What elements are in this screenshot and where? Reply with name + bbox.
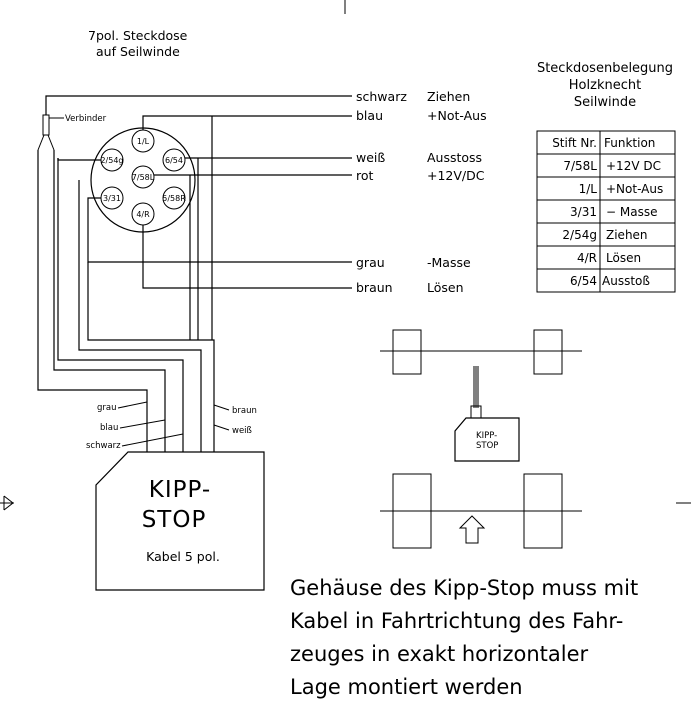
table-cell-pin: 1/L xyxy=(579,182,598,196)
connector-label: Verbinder xyxy=(65,114,107,124)
driving-direction-arrow xyxy=(458,515,486,544)
leader-grau xyxy=(117,401,148,409)
wire-function-label: +12V/DC xyxy=(427,168,485,183)
socket-title-line2: auf Seilwinde xyxy=(96,44,180,59)
table-cell-pin: 3/31 xyxy=(570,205,597,219)
small-kipp-stop-box xyxy=(454,417,520,462)
note-line1: Gehäuse des Kipp-Stop muss mit xyxy=(290,576,638,600)
wire-color-label: schwarz xyxy=(356,89,407,104)
cable-label-weiss: weiß xyxy=(232,426,252,436)
kipp-stop-subtitle: Kabel 5 pol. xyxy=(146,549,220,564)
pin-label: 7/58L xyxy=(132,173,155,182)
table-cell-pin: 4/R xyxy=(577,251,597,265)
note-line2: Kabel in Fahrtrichtung des Fahr- xyxy=(290,609,623,633)
pin-7-58l xyxy=(131,165,155,189)
pin-table-frame xyxy=(536,130,676,293)
front-right-wheel xyxy=(533,329,563,375)
table-cell-function: − Masse xyxy=(606,205,657,219)
pin-5-58r xyxy=(162,186,186,210)
cable-label-grau: grau xyxy=(97,403,117,413)
table-title-line3: Seilwinde xyxy=(574,95,636,110)
cable-inner-b xyxy=(87,262,215,452)
table-cell-pin: 6/54 xyxy=(570,274,597,288)
cable-label-braun: braun xyxy=(232,406,257,416)
wire-function-label: Lösen xyxy=(427,280,464,295)
pin-label: 4/R xyxy=(136,210,150,219)
table-cell-pin: 7/58L xyxy=(563,159,597,173)
pin-label: 5/58R xyxy=(162,194,186,203)
cable-grau xyxy=(37,150,148,452)
table-title-line2: Holzknecht xyxy=(569,78,641,93)
pin-label: 6/54 xyxy=(165,156,183,165)
wire-braun xyxy=(142,225,352,289)
pin-label: 3/31 xyxy=(103,194,121,203)
leader-blau xyxy=(119,419,166,429)
wires xyxy=(45,95,352,289)
table-cell-function: Ziehen xyxy=(606,228,648,242)
note-line4: Lage montiert werden xyxy=(290,675,523,699)
wire-color-label: braun xyxy=(356,280,393,295)
pin-label: 1/L xyxy=(137,137,150,146)
socket: 1/L 2/54g 6/54 7/58L 3/31 5/58R 4/R xyxy=(90,127,196,233)
small-box-label-line1: KIPP- xyxy=(476,431,497,441)
cable-blau xyxy=(53,150,166,452)
table-header-function: Funktion xyxy=(604,136,655,150)
note-line3: zeuges in exakt horizontaler xyxy=(290,642,589,666)
wire-function-label: Ausstoss xyxy=(427,150,482,165)
table-title-line1: Steckdosenbelegung xyxy=(537,61,673,76)
connector-wire xyxy=(37,134,45,151)
wire-color-label: blau xyxy=(356,108,383,123)
wire-function-label: -Masse xyxy=(427,255,471,270)
wire-color-label: grau xyxy=(356,255,385,270)
cable-label-blau: blau xyxy=(100,423,118,433)
front-left-wheel xyxy=(392,329,422,375)
cable-inner-a xyxy=(78,180,202,452)
table-cell-function: Lösen xyxy=(606,251,641,265)
table-cell-pin: 2/54g xyxy=(562,228,597,242)
wire-blau xyxy=(142,115,352,130)
wire-schwarz xyxy=(45,95,352,115)
left-edge-arrow-mark xyxy=(0,495,14,511)
leader-braun xyxy=(213,404,230,411)
wire-grau xyxy=(87,197,352,263)
pin-label: 2/54g xyxy=(100,156,123,165)
cable-bundle: grau blau schwarz braun weiß xyxy=(37,116,257,452)
pin-table: Stift Nr. Funktion 7/58L +12V DC 1/L +No… xyxy=(536,130,676,293)
cable-schwarz xyxy=(57,158,184,452)
kipp-stop-title-line1: KIPP- xyxy=(149,477,211,503)
connector-body xyxy=(42,114,50,136)
wire-color-label: rot xyxy=(356,168,374,183)
table-cell-function: Ausstoß xyxy=(602,274,650,288)
table-header-pin: Stift Nr. xyxy=(552,136,597,150)
vehicle-sketch: KIPP- STOP xyxy=(380,329,582,549)
rear-left-wheel xyxy=(392,473,432,549)
leader-schwarz xyxy=(121,433,184,447)
mounting-note: Gehäuse des Kipp-Stop muss mit Kabel in … xyxy=(290,576,638,699)
wire-color-label: weiß xyxy=(356,150,385,165)
pin-6-54 xyxy=(162,148,186,172)
leader-weiss xyxy=(213,424,230,431)
small-box-label-line2: STOP xyxy=(476,441,498,451)
table-cell-function: +12V DC xyxy=(606,159,661,173)
table-cell-function: +Not-Aus xyxy=(606,182,663,196)
kipp-stop-box: KIPP- STOP Kabel 5 pol. xyxy=(95,451,265,591)
kipp-stop-outline xyxy=(95,451,265,591)
connector-wire xyxy=(47,134,55,151)
wire-function-label: Ziehen xyxy=(427,89,470,104)
rear-right-wheel xyxy=(523,473,563,549)
kipp-stop-title-line2: STOP xyxy=(142,507,207,533)
wire-labels: schwarz Ziehen blau +Not-Aus weiß Aussto… xyxy=(356,89,487,295)
wire-function-label: +Not-Aus xyxy=(427,108,487,123)
socket-title-line1: 7pol. Steckdose xyxy=(88,28,188,43)
cable-label-schwarz: schwarz xyxy=(86,441,121,451)
connector: Verbinder xyxy=(37,114,107,151)
wire-2-54g xyxy=(57,158,101,161)
